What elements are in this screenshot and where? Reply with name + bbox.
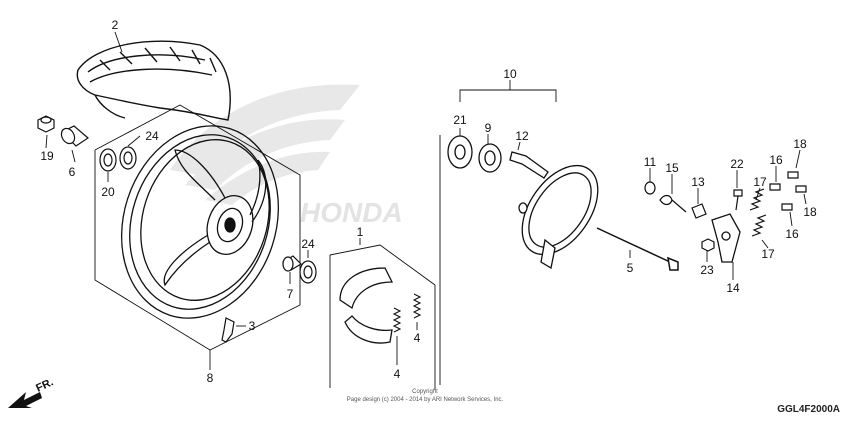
callout-16-upper: 16 — [769, 153, 783, 167]
part-11-washer[interactable] — [644, 181, 656, 195]
part-9-gear[interactable] — [478, 143, 502, 173]
part-7-collar[interactable] — [282, 255, 302, 272]
part-14-arm[interactable] — [711, 213, 741, 263]
callout-numbers: 2 19 6 20 24 7 24 3 8 1 4 4 10 21 9 12 5… — [40, 18, 817, 385]
part-16-pins[interactable] — [769, 183, 793, 211]
part-18-bolts[interactable] — [787, 171, 807, 193]
callout-3: 3 — [249, 319, 256, 333]
callout-21: 21 — [453, 113, 467, 127]
callout-17-lower: 17 — [761, 247, 775, 261]
callout-18-lower: 18 — [803, 205, 817, 219]
part-1-brake-shoes[interactable] — [339, 267, 394, 344]
callout-15: 15 — [665, 161, 679, 175]
callout-8: 8 — [207, 371, 214, 385]
part-3-valve[interactable] — [221, 317, 235, 343]
callout-17-upper: 17 — [753, 175, 767, 189]
copyright-notice: Copyright Page design (c) 2004 - 2014 by… — [300, 388, 550, 404]
callout-4-left: 4 — [394, 367, 401, 381]
part-4-springs[interactable] — [392, 293, 422, 333]
copyright-line-1: Copyright — [412, 389, 438, 395]
part-13-indicator[interactable] — [691, 203, 707, 219]
callout-24-lower: 24 — [301, 237, 315, 251]
part-6-collar[interactable] — [59, 125, 89, 147]
callout-20: 20 — [101, 185, 115, 199]
callout-2: 2 — [112, 18, 119, 32]
callout-23: 23 — [700, 263, 714, 277]
brake-panel-box — [439, 80, 557, 385]
tire-part[interactable] — [76, 40, 231, 121]
rear-wheel-rim[interactable] — [97, 105, 302, 338]
part-5-axle[interactable] — [596, 227, 679, 271]
callout-22: 22 — [730, 157, 744, 171]
part-23-nut[interactable] — [701, 238, 715, 252]
callout-14: 14 — [726, 281, 740, 295]
honda-wing-logo: HONDA — [170, 84, 403, 228]
fr-arrow-icon: FR. — [8, 378, 55, 408]
callout-6: 6 — [69, 165, 76, 179]
part-22-bolt[interactable] — [733, 189, 743, 211]
callout-10: 10 — [503, 67, 517, 81]
brake-panel[interactable] — [507, 152, 614, 270]
part-19-nut[interactable] — [37, 115, 55, 133]
svg-text:HONDA: HONDA — [300, 197, 403, 228]
callout-4-right: 4 — [414, 331, 421, 345]
wheel-assembly-box — [94, 104, 301, 351]
callout-11: 11 — [644, 155, 657, 169]
callout-7: 7 — [287, 287, 294, 301]
part-20-bearing[interactable] — [99, 148, 117, 172]
callout-18-upper: 18 — [793, 137, 807, 151]
callout-5: 5 — [627, 261, 634, 275]
callout-12: 12 — [515, 129, 529, 143]
brake-shoe-box — [329, 244, 436, 390]
callout-9: 9 — [485, 121, 492, 135]
callout-1: 1 — [357, 225, 364, 239]
copyright-line-2: Page design (c) 2004 - 2014 by ARI Netwo… — [346, 397, 504, 403]
part-17-springs[interactable] — [749, 188, 767, 237]
callout-19: 19 — [40, 149, 54, 163]
callout-13: 13 — [691, 175, 705, 189]
part-24-seal-upper[interactable] — [119, 146, 137, 170]
callout-16-lower: 16 — [785, 227, 799, 241]
leader-lines — [45, 31, 807, 370]
part-24-seal-lower[interactable] — [299, 260, 317, 284]
callout-24-upper: 24 — [145, 129, 159, 143]
direction-label: FR. — [34, 378, 55, 395]
diagram-code: GGL4F2000A — [777, 404, 840, 415]
part-21-seal[interactable] — [447, 135, 473, 169]
part-12-cam[interactable] — [509, 151, 549, 179]
part-15-spring[interactable] — [659, 194, 687, 213]
